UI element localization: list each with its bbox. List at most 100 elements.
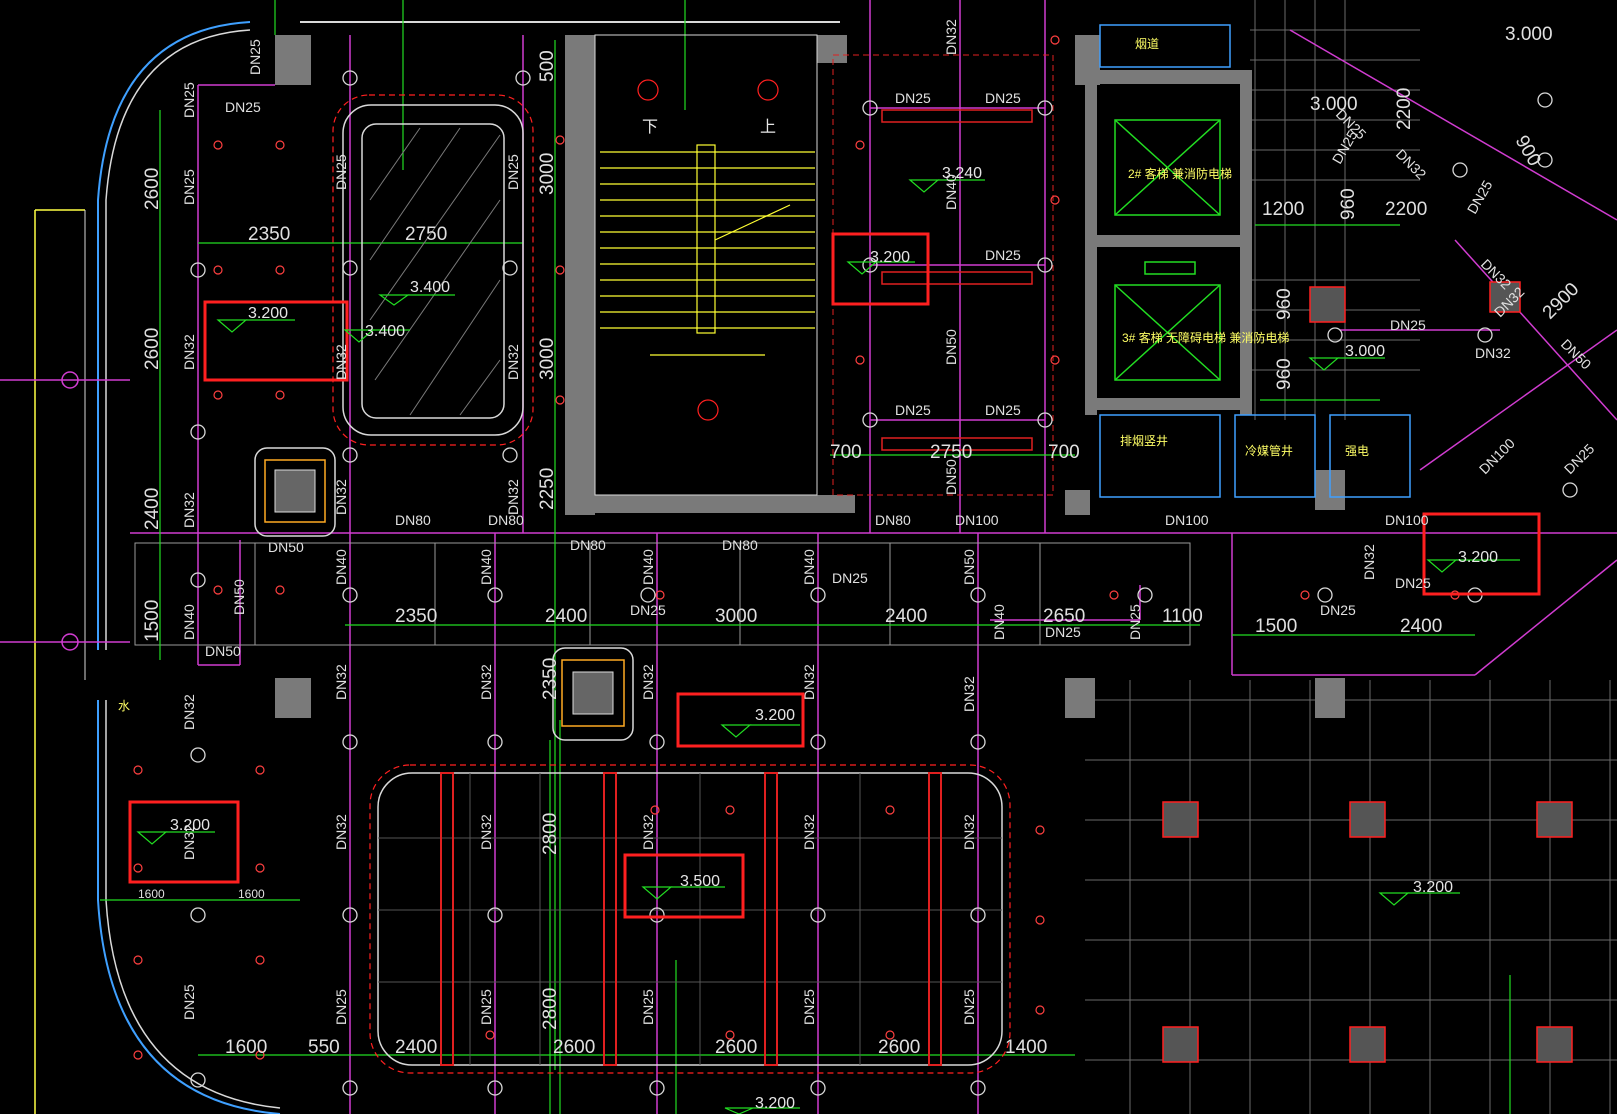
svg-text:3000: 3000 <box>537 153 558 195</box>
stairwell <box>594 34 818 496</box>
svg-text:DN32: DN32 <box>505 344 521 380</box>
svg-text:DN32: DN32 <box>1475 345 1511 361</box>
svg-text:1200: 1200 <box>1262 199 1304 220</box>
svg-text:DN32: DN32 <box>478 664 494 700</box>
svg-text:DN25: DN25 <box>832 570 868 586</box>
svg-text:DN32: DN32 <box>333 344 349 380</box>
light-well-upper <box>332 94 534 446</box>
svg-text:DN25: DN25 <box>478 989 494 1025</box>
svg-text:3.200: 3.200 <box>248 305 288 322</box>
svg-text:960: 960 <box>1274 358 1295 390</box>
svg-text:DN80: DN80 <box>722 537 758 553</box>
pipe-size-labels: DN25 DN25 DN25 DN25 DN25 DN25 DN80 DN80 … <box>205 90 1511 659</box>
svg-text:排烟竖井: 排烟竖井 <box>1120 434 1168 448</box>
svg-text:2400: 2400 <box>885 606 927 627</box>
svg-text:3.200: 3.200 <box>755 707 795 724</box>
svg-text:3.200: 3.200 <box>1413 879 1453 896</box>
structural-walls <box>275 35 1345 718</box>
svg-text:烟道: 烟道 <box>1135 37 1159 51</box>
svg-text:1500: 1500 <box>1255 616 1297 637</box>
svg-text:DN32: DN32 <box>181 824 197 860</box>
svg-text:DN100: DN100 <box>1385 512 1429 528</box>
svg-text:2350: 2350 <box>540 658 561 700</box>
svg-text:550: 550 <box>308 1037 340 1058</box>
svg-text:冷媒管井: 冷媒管井 <box>1245 443 1293 458</box>
highlight-boxes <box>128 232 1541 919</box>
svg-text:DN50: DN50 <box>268 539 304 555</box>
svg-text:2600: 2600 <box>553 1037 595 1058</box>
svg-text:3000: 3000 <box>715 606 757 627</box>
svg-text:2600: 2600 <box>878 1037 920 1058</box>
svg-text:DN100: DN100 <box>955 512 999 528</box>
svg-text:2650: 2650 <box>1043 606 1085 627</box>
svg-text:强电: 强电 <box>1345 444 1369 458</box>
light-well-lower <box>369 764 1011 1074</box>
svg-text:2750: 2750 <box>405 224 447 245</box>
svg-text:DN25: DN25 <box>801 989 817 1025</box>
svg-text:DN40: DN40 <box>640 549 656 585</box>
svg-text:DN25: DN25 <box>985 90 1021 106</box>
svg-text:1100: 1100 <box>1162 606 1203 627</box>
svg-text:DN25: DN25 <box>1127 604 1143 640</box>
svg-text:2# 客梯 兼消防电梯: 2# 客梯 兼消防电梯 <box>1128 166 1232 181</box>
svg-text:3.000: 3.000 <box>1345 343 1385 360</box>
svg-text:3.000: 3.000 <box>1310 94 1358 115</box>
svg-text:2400: 2400 <box>1400 616 1442 637</box>
svg-text:DN25: DN25 <box>895 90 931 106</box>
svg-text:2400: 2400 <box>545 606 587 627</box>
dimension-labels: 2350 2750 2350 2400 3000 2400 2650 1100 … <box>138 24 1553 1058</box>
svg-text:DN32: DN32 <box>333 479 349 515</box>
elevation-labels: 3.200 3.400 3.400 3.240 3.200 3.200 3.20… <box>170 165 1498 1112</box>
svg-text:上: 上 <box>760 118 776 136</box>
svg-text:3.200: 3.200 <box>755 1095 795 1112</box>
svg-text:2800: 2800 <box>540 988 561 1030</box>
svg-text:2800: 2800 <box>540 813 561 855</box>
svg-text:DN25: DN25 <box>961 989 977 1025</box>
svg-text:DN32: DN32 <box>333 814 349 850</box>
elevation-symbols <box>136 179 1520 1114</box>
svg-text:DN50: DN50 <box>961 549 977 585</box>
svg-text:DN25: DN25 <box>1320 602 1356 618</box>
svg-text:DN25: DN25 <box>225 99 261 115</box>
svg-text:DN80: DN80 <box>570 537 606 553</box>
pipes-magenta <box>130 0 1617 1114</box>
svg-text:DN100: DN100 <box>1165 512 1209 528</box>
svg-text:1600: 1600 <box>238 887 265 901</box>
svg-text:DN25: DN25 <box>247 39 263 75</box>
svg-text:DN40: DN40 <box>943 174 959 210</box>
pipe-shafts-small <box>254 447 634 741</box>
svg-text:2250: 2250 <box>537 468 558 510</box>
svg-text:DN25: DN25 <box>1045 624 1081 640</box>
svg-text:2350: 2350 <box>248 224 290 245</box>
svg-text:DN50: DN50 <box>231 579 247 615</box>
svg-text:DN25: DN25 <box>630 602 666 618</box>
svg-text:DN32: DN32 <box>181 334 197 370</box>
sprinkler-heads <box>133 35 1460 1060</box>
svg-text:2600: 2600 <box>142 328 163 370</box>
shaft-boxes <box>1099 24 1411 498</box>
svg-text:下: 下 <box>642 119 658 136</box>
corridor-band <box>134 542 1191 646</box>
svg-text:水: 水 <box>118 699 130 713</box>
svg-text:DN32: DN32 <box>943 19 959 55</box>
svg-text:3.240: 3.240 <box>942 165 982 182</box>
svg-text:2350: 2350 <box>395 606 437 627</box>
svg-text:2400: 2400 <box>142 488 163 530</box>
svg-text:DN32: DN32 <box>478 814 494 850</box>
svg-text:1500: 1500 <box>142 600 163 642</box>
svg-text:960: 960 <box>1338 188 1359 220</box>
svg-text:3.200: 3.200 <box>1458 549 1498 566</box>
svg-text:2400: 2400 <box>395 1037 437 1058</box>
svg-text:3.000: 3.000 <box>1505 24 1553 45</box>
svg-text:DN25: DN25 <box>985 247 1021 263</box>
svg-text:DN32: DN32 <box>333 664 349 700</box>
svg-text:960: 960 <box>1274 288 1295 320</box>
svg-text:DN32: DN32 <box>505 479 521 515</box>
svg-text:DN25: DN25 <box>181 984 197 1020</box>
svg-text:DN40: DN40 <box>801 549 817 585</box>
svg-text:3.200: 3.200 <box>170 817 210 834</box>
svg-text:DN40: DN40 <box>181 604 197 640</box>
svg-text:2600: 2600 <box>715 1037 757 1058</box>
svg-text:DN25: DN25 <box>333 989 349 1025</box>
